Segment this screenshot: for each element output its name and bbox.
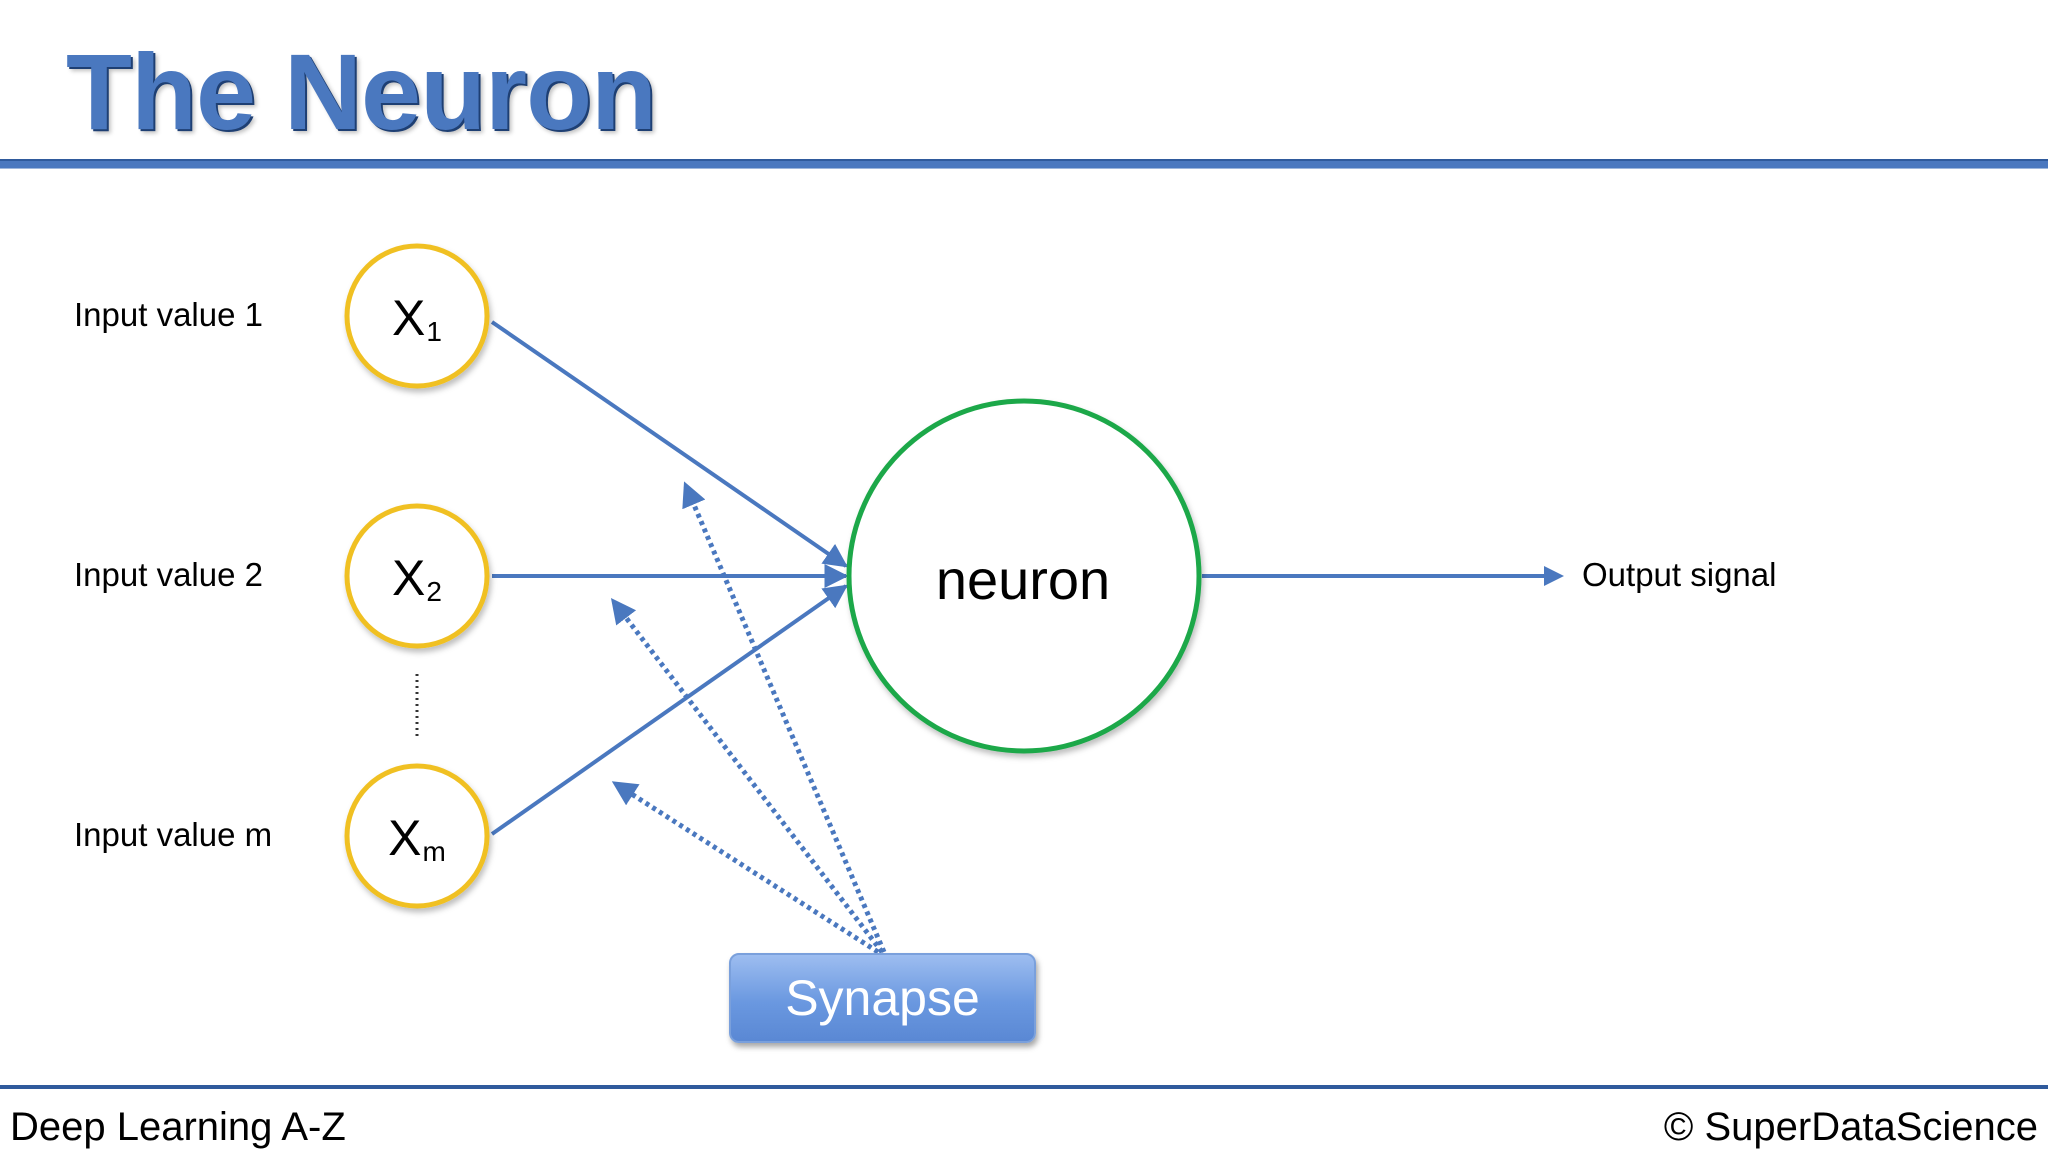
arrow-input-m (490, 584, 848, 836)
input-node-m (344, 763, 490, 909)
input-label-2: Input value 2 (74, 556, 263, 593)
output-label: Output signal (1582, 556, 1777, 593)
input-node-2 (344, 503, 490, 649)
footer-course: Deep Learning A-Z (10, 1105, 346, 1149)
slide-title: The Neuron (66, 31, 657, 152)
footer-divider (0, 1085, 2048, 1089)
neuron-label: neuron (935, 548, 1111, 611)
input-symbol-2: X2 (392, 550, 442, 607)
arrow-input-1 (490, 320, 848, 568)
input-label-1: Input value 1 (74, 296, 263, 333)
input-label-m: Input value m (74, 816, 273, 853)
synapse-pointer-3 (611, 781, 880, 955)
footer-copyright: © SuperDataScience (1663, 1105, 2038, 1149)
synapse-box: Synapse (729, 953, 1036, 1043)
synapse-pointer-2 (610, 598, 884, 954)
input-symbol-m: Xm (388, 810, 446, 867)
input-symbol-1: X1 (392, 290, 442, 347)
input-node-1 (344, 243, 490, 389)
title-divider (0, 159, 2048, 169)
neuron-node (846, 398, 1202, 754)
